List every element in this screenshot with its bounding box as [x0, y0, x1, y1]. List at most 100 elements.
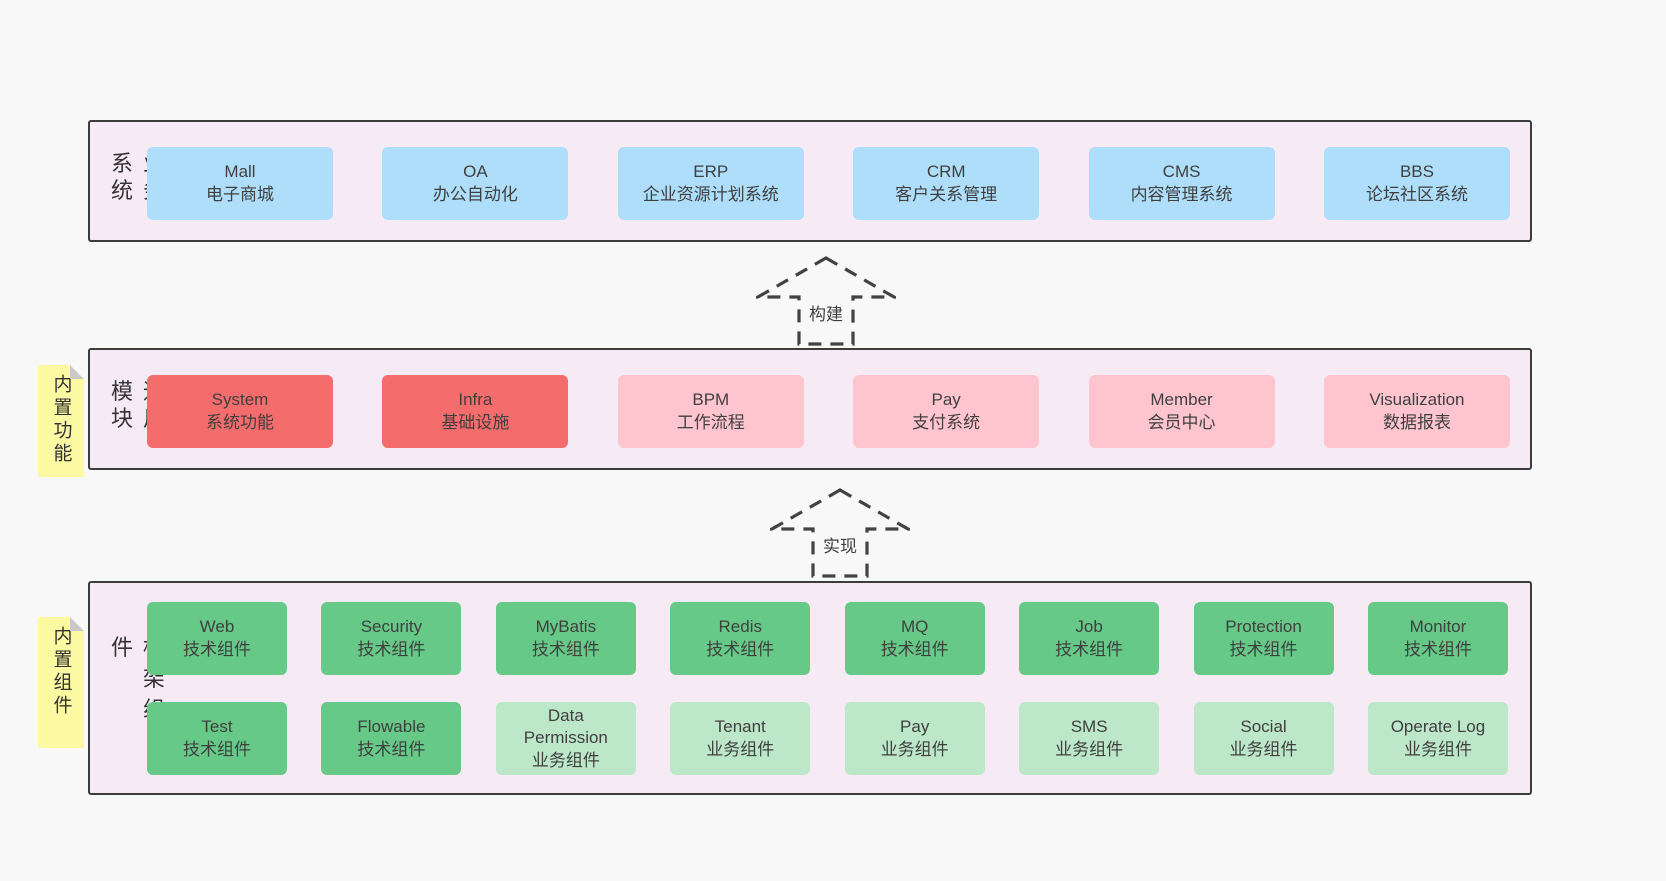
box-title: Monitor	[1409, 617, 1467, 637]
box-title: Tenant	[714, 717, 766, 737]
box-title: Member	[1150, 390, 1213, 410]
system-box-cms: CMS 内容管理系统	[1088, 147, 1275, 220]
box-subtitle: 业务组件	[531, 750, 600, 770]
box-title: CRM	[926, 162, 966, 182]
box-subtitle: 技术组件	[183, 739, 251, 759]
system-box-mall: Mall 电子商城	[147, 147, 333, 220]
box-title: BBS	[1399, 162, 1434, 182]
component-box-social: Social 业务组件	[1193, 702, 1334, 775]
box-subtitle: 技术组件	[183, 639, 251, 659]
box-subtitle: 技术组件	[531, 639, 600, 659]
box-title: Social	[1240, 717, 1287, 737]
component-box-flowable: Flowable 技术组件	[321, 702, 462, 775]
implement-arrow: 实现	[770, 488, 910, 578]
sticky-note-built-in-features: 内置功能	[38, 365, 84, 477]
box-subtitle: 数据报表	[1382, 412, 1451, 432]
box-subtitle: 业务组件	[1403, 739, 1472, 759]
box-title: SMS	[1070, 717, 1108, 737]
component-box-tenant: Tenant 业务组件	[670, 702, 811, 775]
component-box-security: Security 技术组件	[321, 602, 462, 675]
component-box-web: Web 技术组件	[147, 602, 287, 675]
box-subtitle: 办公自动化	[432, 184, 518, 204]
folded-corner	[70, 617, 84, 631]
system-box-bbs: BBS 论坛社区系统	[1323, 147, 1510, 220]
system-box-oa: OA 办公自动化	[382, 147, 569, 220]
note-label: 内置组件	[50, 626, 72, 718]
box-subtitle: 企业资源计划系统	[642, 184, 779, 204]
box-subtitle: 技术组件	[706, 639, 775, 659]
box-title: Pay	[931, 390, 961, 410]
framework-components-row-2: Test 技术组件 Flowable 技术组件 Data Permission …	[147, 702, 1508, 775]
box-subtitle: 业务组件	[1229, 739, 1298, 759]
box-subtitle: 工作流程	[676, 412, 745, 432]
box-title: Operate Log	[1390, 717, 1486, 737]
module-box-bpm: BPM 工作流程	[617, 375, 804, 448]
component-box-job: Job 技术组件	[1019, 602, 1160, 675]
component-box-test: Test 技术组件	[147, 702, 287, 775]
box-subtitle: 支付系统	[912, 412, 981, 432]
box-title: Test	[201, 717, 233, 737]
box-title: Security	[360, 617, 423, 637]
component-box-mybatis: MyBatis 技术组件	[495, 602, 636, 675]
system-box-erp: ERP 企业资源计划系统	[617, 147, 804, 220]
box-subtitle: 技术组件	[880, 639, 949, 659]
sticky-note-built-in-components: 内置组件	[38, 617, 84, 748]
box-title: ERP	[693, 162, 729, 182]
box-title: Job	[1075, 617, 1103, 637]
framework-components-row-1: Web 技术组件 Security 技术组件 MyBatis 技术组件 Redi…	[147, 602, 1508, 675]
band-business-systems: 业务系统 Mall 电子商城 OA 办公自动化 ERP 企业资源计划系统 CRM…	[88, 120, 1532, 242]
box-subtitle: 基础设施	[441, 412, 510, 432]
note-label: 内置功能	[50, 374, 72, 466]
component-box-sms: SMS 业务组件	[1019, 702, 1160, 775]
box-title: OA	[463, 162, 488, 182]
business-systems-row: Mall 电子商城 OA 办公自动化 ERP 企业资源计划系统 CRM 客户关系…	[147, 147, 1510, 220]
box-subtitle: 技术组件	[1229, 639, 1298, 659]
module-box-infra: Infra 基础设施	[382, 375, 569, 448]
box-title: CMS	[1162, 162, 1201, 182]
component-box-mq: MQ 技术组件	[844, 602, 985, 675]
box-subtitle: 业务组件	[706, 739, 775, 759]
box-title: MyBatis	[535, 617, 597, 637]
system-box-crm: CRM 客户关系管理	[853, 147, 1040, 220]
build-arrow: 构建	[756, 256, 896, 346]
box-title: Protection	[1225, 617, 1302, 637]
box-subtitle: 电子商城	[206, 184, 274, 204]
box-subtitle: 内容管理系统	[1130, 184, 1233, 204]
component-box-data-permission: Data Permission 业务组件	[495, 702, 636, 775]
common-modules-row: System 系统功能 Infra 基础设施 BPM 工作流程 Pay 支付系统…	[147, 375, 1510, 448]
component-box-pay: Pay 业务组件	[844, 702, 985, 775]
box-title: Pay	[900, 717, 930, 737]
box-title: Visualization	[1369, 390, 1465, 410]
box-title: Data Permission	[523, 706, 608, 748]
module-box-member: Member 会员中心	[1088, 375, 1275, 448]
module-box-pay: Pay 支付系统	[853, 375, 1040, 448]
box-title: Mall	[224, 162, 256, 182]
box-title: Flowable	[357, 717, 426, 737]
box-title: BPM	[692, 390, 730, 410]
box-title: Redis	[718, 617, 762, 637]
module-box-system: System 系统功能	[147, 375, 333, 448]
component-box-protection: Protection 技术组件	[1193, 602, 1334, 675]
module-box-visualization: Visualization 数据报表	[1323, 375, 1510, 448]
box-subtitle: 客户关系管理	[895, 184, 998, 204]
box-title: Web	[199, 617, 235, 637]
box-subtitle: 系统功能	[206, 412, 274, 432]
box-subtitle: 会员中心	[1147, 412, 1216, 432]
component-box-operate-log: Operate Log 业务组件	[1367, 702, 1508, 775]
box-subtitle: 技术组件	[357, 639, 426, 659]
box-title: MQ	[900, 617, 929, 637]
box-subtitle: 业务组件	[880, 739, 949, 759]
folded-corner	[70, 365, 84, 379]
component-box-monitor: Monitor 技术组件	[1367, 602, 1508, 675]
band-common-modules: 通用模块 System 系统功能 Infra 基础设施 BPM 工作流程 Pay…	[88, 348, 1532, 470]
implement-arrow-label: 实现	[819, 532, 861, 557]
box-title: Infra	[458, 390, 493, 410]
band-framework-components: 框架组件 Web 技术组件 Security 技术组件 MyBatis 技术组件…	[88, 581, 1532, 795]
box-subtitle: 技术组件	[1403, 639, 1472, 659]
box-subtitle: 技术组件	[1055, 639, 1124, 659]
box-subtitle: 论坛社区系统	[1365, 184, 1468, 204]
build-arrow-label: 构建	[805, 300, 847, 325]
component-box-redis: Redis 技术组件	[670, 602, 811, 675]
box-subtitle: 业务组件	[1055, 739, 1124, 759]
